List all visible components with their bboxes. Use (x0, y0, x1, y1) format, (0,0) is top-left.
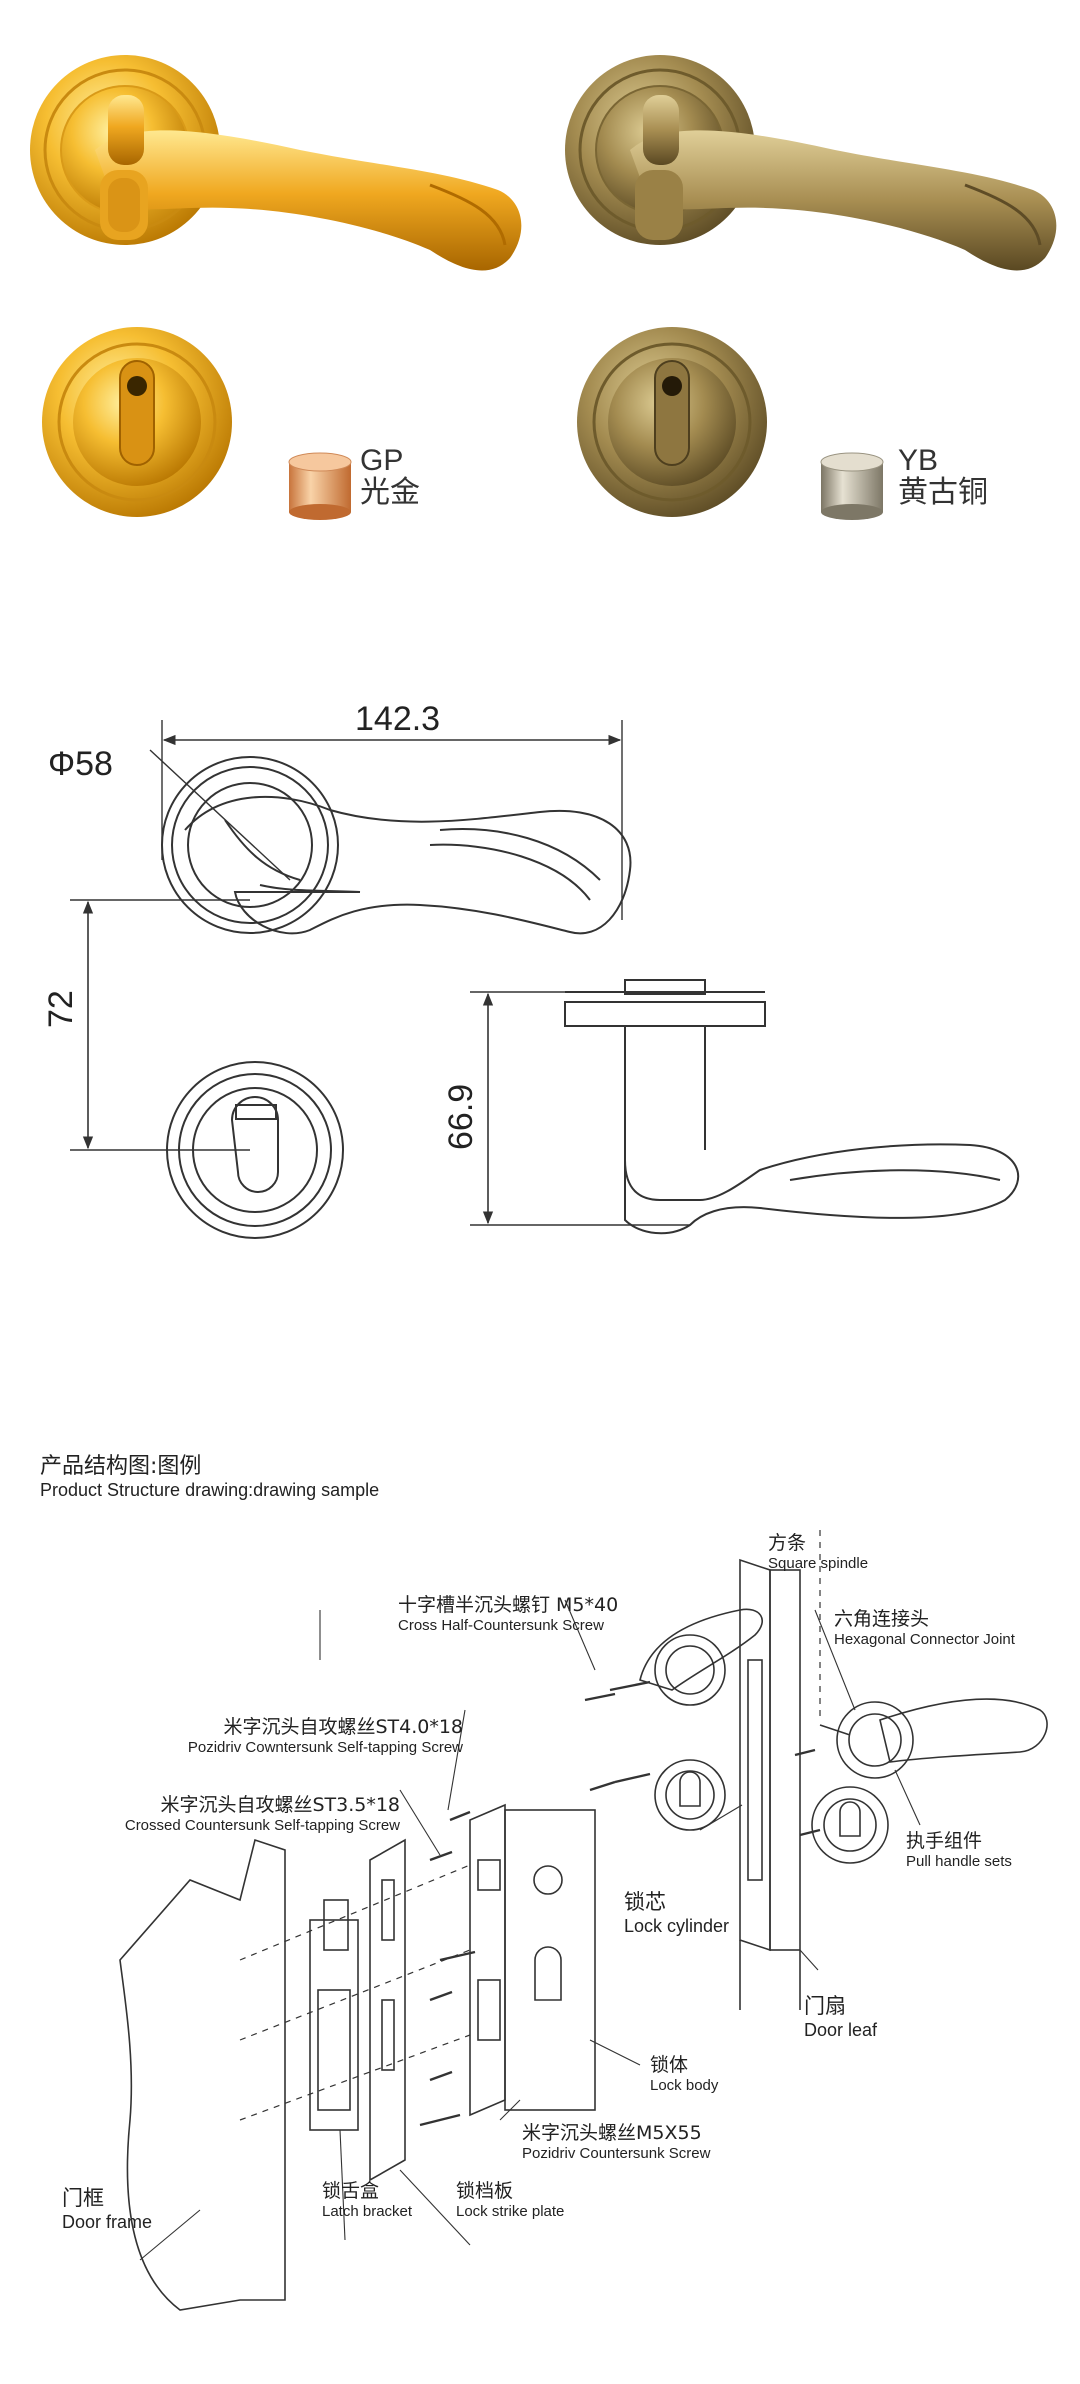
pozi-screw-m5-cn: 米字沉头螺丝M5X55 (522, 2122, 702, 2144)
gp-finish-label: GP 光金 (360, 446, 420, 510)
dim-center-distance: 72 (42, 990, 80, 1028)
yb-name: 黄古铜 (898, 475, 988, 510)
door-frame-en: Door frame (62, 2212, 153, 2232)
latch-bracket-cn: 锁舌盒 (322, 2180, 380, 2202)
dim-height: 66.9 (442, 1083, 480, 1150)
lever-side-view (564, 979, 1020, 1235)
lock-body-cn: 锁体 (650, 2054, 689, 2076)
label-cross-screw: 十字槽半沉头螺钉 M5*40 Cross Half-Countersunk Sc… (398, 1590, 618, 1634)
hex-joint-cn: 六角连接头 (834, 1608, 930, 1630)
door-frame-shape (119, 1838, 286, 2311)
gp-code: GP (360, 444, 404, 477)
strike-plate-shape (369, 1838, 406, 2182)
label-pozi-screw-m5: 米字沉头螺丝M5X55 Pozidriv Countersunk Screw (522, 2118, 710, 2162)
label-crossed-screw-35: 米字沉头自攻螺丝ST3.5*18 Crossed Countersunk Sel… (55, 1790, 400, 1834)
crossed-screw-35-cn: 米字沉头自攻螺丝ST3.5*18 (160, 1794, 400, 1816)
dimension-drawing (70, 720, 1020, 1239)
pozi-screw-m5-en: Pozidriv Countersunk Screw (522, 2145, 711, 2162)
pull-handle-en: Pull handle sets (906, 1853, 1012, 1870)
square-spindle-cn: 方条 (768, 1532, 807, 1554)
door-frame-cn: 门框 (62, 2186, 104, 2210)
label-pozi-screw-40: 米字沉头自攻螺丝ST4.0*18 Pozidriv Cowntersunk Se… (118, 1712, 463, 1756)
crossed-screw-35-en: Crossed Countersunk Self-tapping Screw (124, 1817, 400, 1834)
label-door-frame: 门框 Door frame (62, 2182, 152, 2233)
label-latch-bracket: 锁舌盒 Latch bracket (322, 2176, 412, 2220)
door-leaf-shape (739, 1558, 801, 2010)
label-lock-cylinder: 锁芯 Lock cylinder (624, 1886, 729, 1937)
section-title-cn: 产品结构图:图例 (40, 1454, 202, 1479)
lock-body-en: Lock body (650, 2077, 719, 2094)
yb-lever-handle (565, 55, 1057, 271)
label-pull-handle: 执手组件 Pull handle sets (906, 1826, 1012, 1870)
square-spindle-en: Square spindle (768, 1555, 869, 1572)
left-handle-shape (639, 1608, 763, 1831)
label-door-leaf: 门扇 Door leaf (804, 1990, 877, 2041)
lever-front-view (161, 756, 632, 935)
cylinder-front-view (166, 1061, 344, 1239)
hex-joint-en: Hexagonal Connector Joint (834, 1631, 1015, 1648)
exploded-view (119, 1530, 1048, 2311)
label-square-spindle: 方条 Square spindle (768, 1528, 868, 1572)
screw-shapes (419, 1680, 821, 2127)
pull-handle-cn: 执手组件 (906, 1830, 983, 1852)
door-leaf-en: Door leaf (804, 2020, 878, 2040)
dim-length: 142.3 (355, 700, 441, 738)
right-handle-shape (811, 1698, 1048, 1864)
gp-cylinder-rose (42, 327, 232, 517)
strike-plate-cn: 锁档板 (456, 2180, 514, 2202)
lock-cylinder-cn: 锁芯 (624, 1890, 666, 1914)
cross-screw-cn: 十字槽半沉头螺钉 M5*40 (398, 1594, 619, 1616)
latch-bracket-en: Latch bracket (322, 2203, 413, 2220)
door-leaf-cn: 门扇 (804, 1994, 846, 2018)
label-lock-body: 锁体 Lock body (650, 2050, 718, 2094)
strike-plate-en: Lock strike plate (456, 2203, 565, 2220)
lock-cylinder-en: Lock cylinder (624, 1916, 730, 1936)
pozi-screw-40-en: Pozidriv Cowntersunk Self-tapping Screw (187, 1739, 463, 1756)
yb-finish-label: YB 黄古铜 (898, 446, 988, 510)
gp-lever-handle (30, 55, 522, 271)
dim-rose-diameter: Φ58 (48, 745, 113, 783)
section-title-en: Product Structure drawing:drawing sample (40, 1480, 380, 1500)
structure-section-title: 产品结构图:图例 Product Structure drawing:drawi… (40, 1448, 379, 1501)
cross-screw-en: Cross Half-Countersunk Screw (398, 1617, 604, 1634)
finish-photos (30, 55, 1057, 520)
lock-body-shape (469, 1803, 596, 2117)
yb-swatch (820, 452, 884, 520)
yb-code: YB (898, 444, 939, 477)
pozi-screw-40-cn: 米字沉头自攻螺丝ST4.0*18 (223, 1716, 463, 1738)
gp-name: 光金 (360, 475, 420, 510)
label-strike-plate: 锁档板 Lock strike plate (456, 2176, 564, 2220)
latch-bracket-shape (309, 1899, 359, 2131)
gp-swatch (288, 452, 352, 520)
yb-cylinder-rose (577, 327, 767, 517)
label-hex-joint: 六角连接头 Hexagonal Connector Joint (834, 1604, 1015, 1648)
